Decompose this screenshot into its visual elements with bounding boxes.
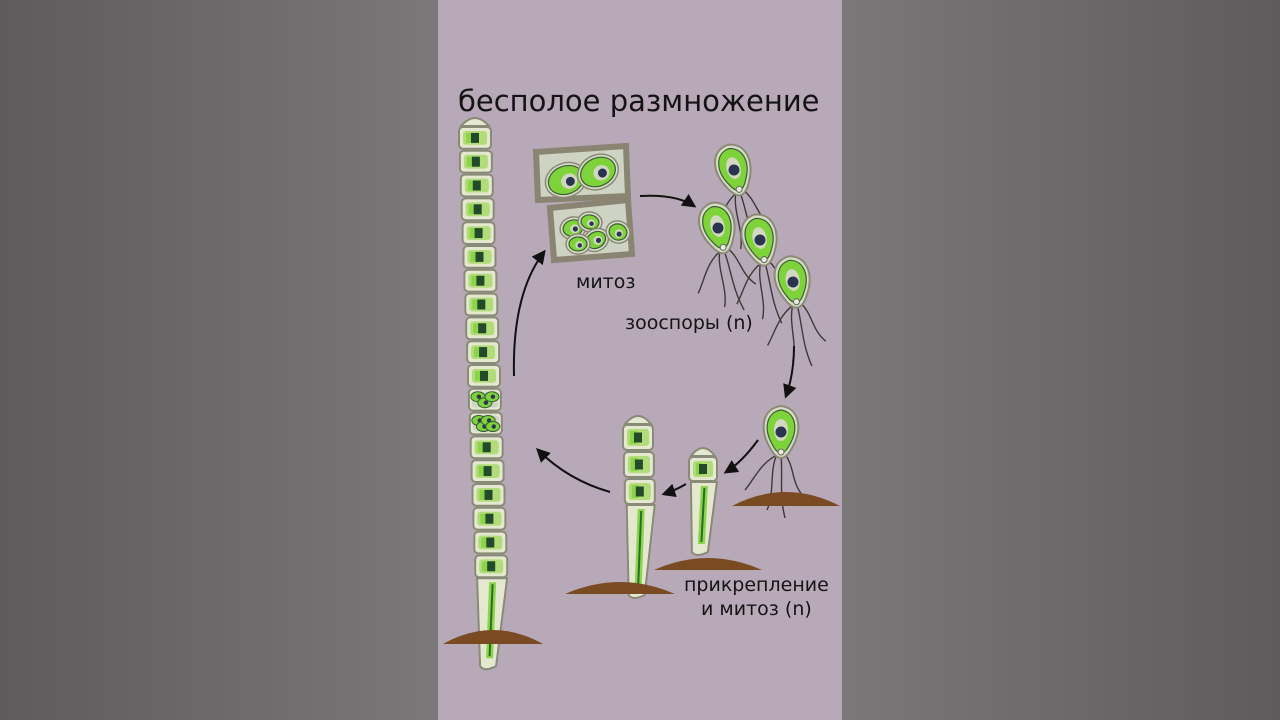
filament-cell (460, 197, 495, 222)
substrate-mound (654, 558, 762, 570)
mitosis-cells-illustration (532, 142, 636, 264)
substrate-mound (732, 492, 840, 506)
filament-cell (458, 126, 492, 150)
filament-cell (461, 221, 496, 245)
cycle-arrow (723, 439, 759, 474)
cycle-arrow (639, 193, 697, 208)
filament-cell (622, 424, 654, 451)
filament-cell (469, 435, 504, 460)
zoospore (736, 213, 796, 324)
filament-cell (473, 530, 508, 555)
filament-cell (468, 411, 503, 436)
filament-cell (462, 245, 497, 269)
filament-cell (463, 268, 498, 293)
young-filament (565, 415, 675, 599)
filament-cell (471, 483, 506, 507)
flagella (697, 247, 757, 311)
filament-cell (459, 173, 494, 198)
label-attachment: прикрепление и митоз (n) (684, 573, 829, 621)
filament-cap (622, 415, 654, 425)
filament-cell (472, 506, 507, 531)
germling-filament (654, 447, 762, 570)
diagram-panel: бесполое размножение митоз зооспоры (n) … (438, 0, 842, 720)
zoospore-group (697, 143, 827, 367)
label-zoospores: зооспоры (n) (625, 312, 753, 334)
filament-cell (688, 456, 718, 482)
zoospore (697, 201, 757, 311)
zoospore (744, 404, 804, 519)
left-background-blur (0, 0, 438, 720)
filament-cell (466, 340, 501, 365)
label-mitosis: митоз (576, 271, 636, 293)
cycle-arrow (783, 345, 797, 399)
cycle-arrows (512, 193, 797, 498)
filament-cell (467, 387, 502, 412)
flagella (744, 453, 804, 519)
filament-cell (622, 451, 655, 478)
filament-cell (623, 478, 656, 505)
cycle-arrow (536, 448, 611, 493)
cycle-arrow (512, 249, 546, 377)
flagella (767, 302, 827, 367)
zoospore-body (565, 233, 591, 255)
zoospore (767, 255, 827, 367)
substrate-mound (443, 630, 543, 644)
zoospore-body (576, 153, 620, 191)
filament-cell (458, 149, 493, 174)
filament-cell (474, 554, 509, 579)
zoospore-body (605, 220, 631, 244)
label-attachment-line1: прикрепление (684, 574, 829, 596)
page-title: бесполое размножение (458, 84, 820, 118)
filament-cap (458, 117, 492, 127)
settling-zoospore (732, 404, 840, 519)
filament-cap (688, 447, 718, 457)
filament-cell (465, 316, 500, 341)
zoospore-body (577, 211, 603, 233)
filament-cell (470, 459, 505, 484)
flagella (736, 260, 796, 324)
substrate-mound (565, 582, 675, 594)
right-background-blur (842, 0, 1280, 720)
life-cycle-illustration (443, 117, 840, 671)
filament-cell (467, 364, 501, 388)
filament-cell (464, 292, 499, 317)
cycle-arrow (661, 483, 687, 498)
label-attachment-line2: и митоз (n) (701, 598, 812, 620)
adult-filament (443, 117, 543, 671)
